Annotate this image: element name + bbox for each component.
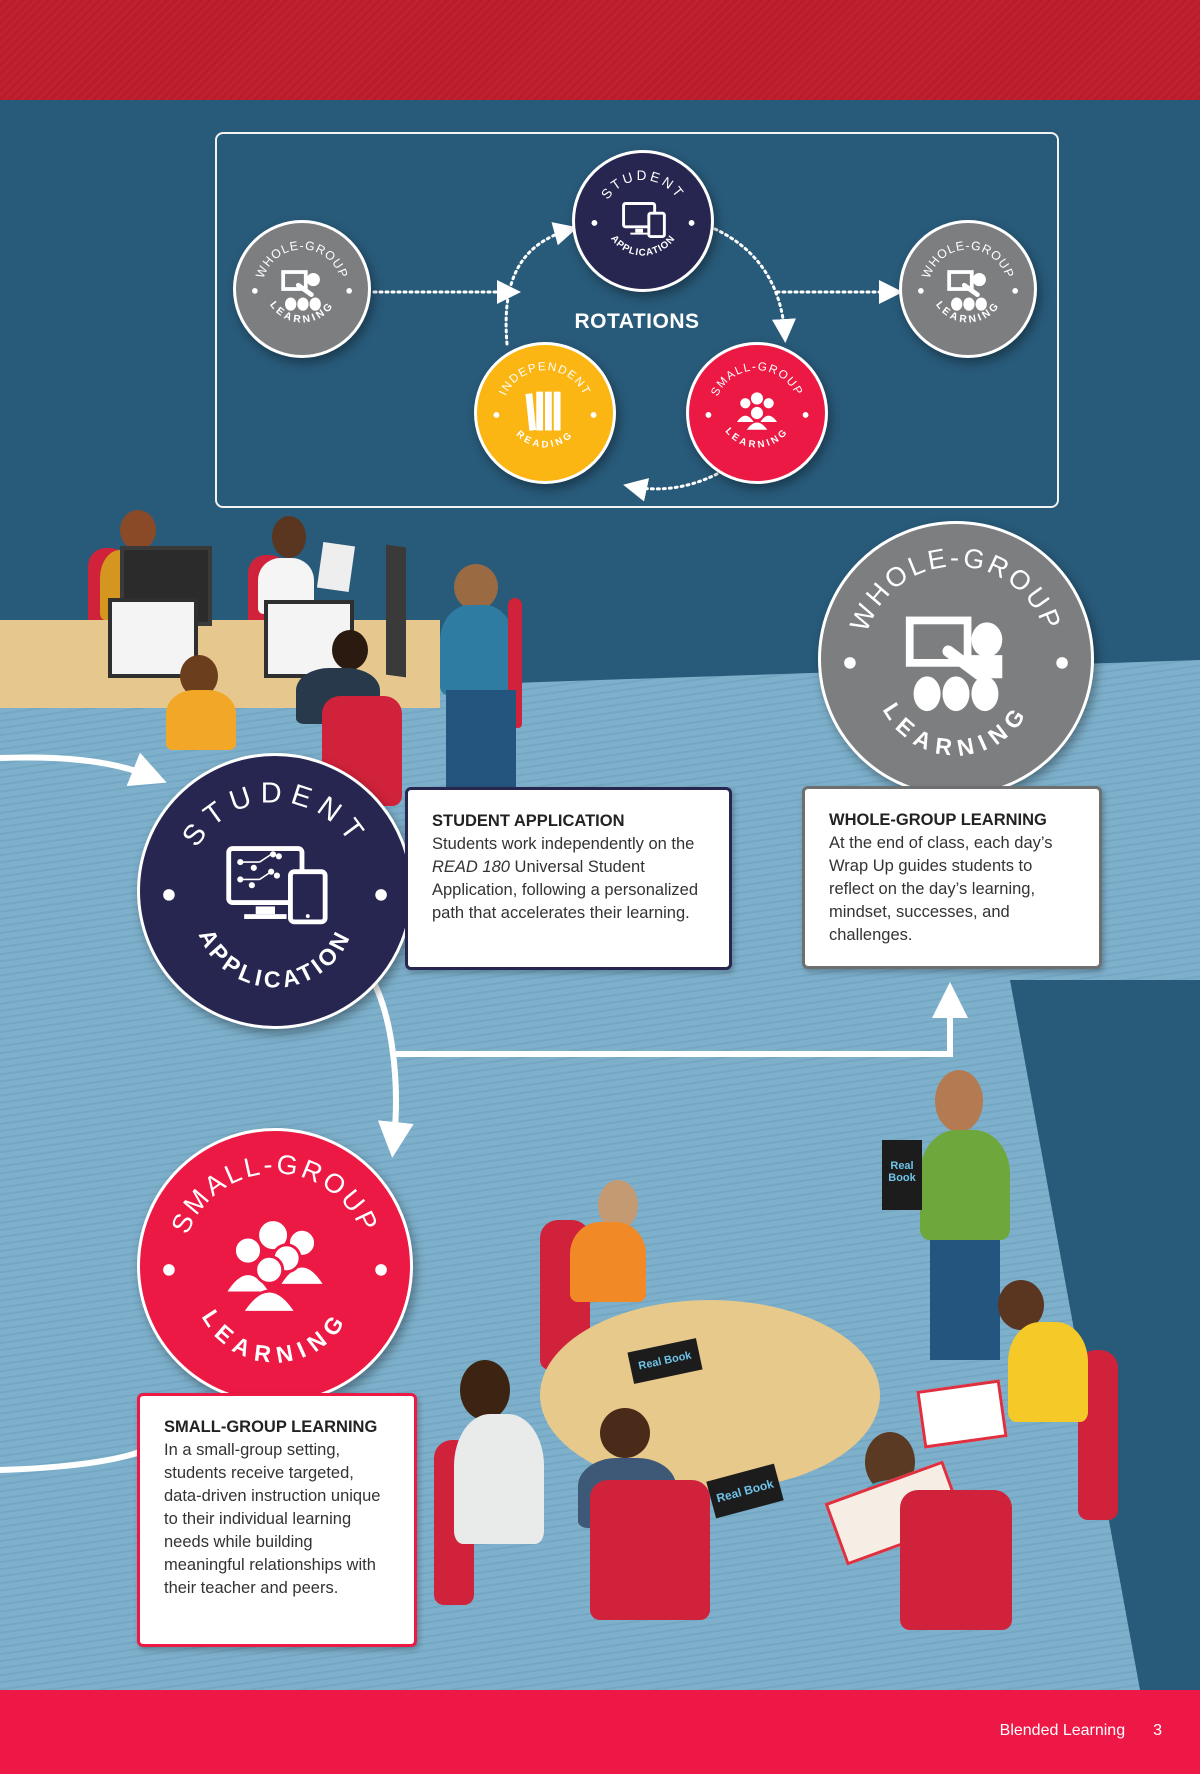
footer-section-title: Blended Learning <box>999 1722 1126 1739</box>
callout-title: SMALL-GROUP LEARNING <box>164 1418 378 1436</box>
footer-band <box>0 1690 1200 1774</box>
callout-body: In a small-group setting, students recei… <box>164 1441 381 1597</box>
rotations-diagram: ROTATIONS <box>215 132 1059 508</box>
teacher-presenting-icon: WHOLE-GROUP LEARNING <box>844 542 1068 761</box>
page-number: 3 <box>1153 1722 1162 1739</box>
group-of-people-icon: SMALL-GROUP LEARNING <box>163 1149 387 1369</box>
computer-tablet-icon: STUDENT APPLICATION <box>163 777 387 993</box>
group-of-people-icon: SMALL-GROUP LEARNING <box>705 360 809 451</box>
real-book-held: Real Book <box>882 1140 922 1210</box>
callout-body: Students work independently on the READ … <box>432 835 698 922</box>
svg-text:APPLICATION: APPLICATION <box>194 925 356 993</box>
badge-small-group-large: SMALL-GROUP LEARNING <box>137 1128 413 1404</box>
badge-small-group-small: SMALL-GROUP LEARNING <box>686 342 828 484</box>
callout-whole-group-learning: WHOLE-GROUP LEARNING At the end of class… <box>802 786 1102 969</box>
callout-body: At the end of class, each day’s Wrap Up … <box>829 834 1053 944</box>
page-footer: Blended Learning 3 <box>1000 1722 1162 1740</box>
svg-text:LEARNING: LEARNING <box>197 1305 353 1369</box>
callout-title: WHOLE-GROUP LEARNING <box>829 811 1047 829</box>
badge-independent-reading: INDEPENDENT READING <box>474 342 616 484</box>
badge-student-application-large: STUDENT APPLICATION <box>137 753 413 1029</box>
top-header-band <box>0 0 1200 100</box>
rotations-title: ROTATIONS <box>574 310 700 333</box>
svg-text:STUDENT: STUDENT <box>176 777 374 852</box>
badge-whole-group-large: WHOLE-GROUP LEARNING <box>818 521 1094 797</box>
teacher-presenting-icon: WHOLE-GROUP LEARNING <box>252 238 352 326</box>
callout-student-application: STUDENT APPLICATION Students work indepe… <box>405 787 732 970</box>
callout-small-group-learning: SMALL-GROUP LEARNING In a small-group se… <box>137 1393 417 1647</box>
teacher-presenting-icon: WHOLE-GROUP LEARNING <box>918 238 1018 326</box>
computer-tablet-icon: STUDENT APPLICATION <box>591 168 695 259</box>
small-group-illustration: Real Book Real Book Real Book <box>420 1060 1120 1690</box>
badge-whole-group-start: WHOLE-GROUP LEARNING <box>233 220 371 358</box>
rotation-arrows <box>372 222 903 502</box>
callout-title: STUDENT APPLICATION <box>432 812 625 830</box>
badge-whole-group-end: WHOLE-GROUP LEARNING <box>899 220 1037 358</box>
books-icon: INDEPENDENT READING <box>493 360 597 451</box>
badge-student-application-small: STUDENT APPLICATION <box>572 150 714 292</box>
